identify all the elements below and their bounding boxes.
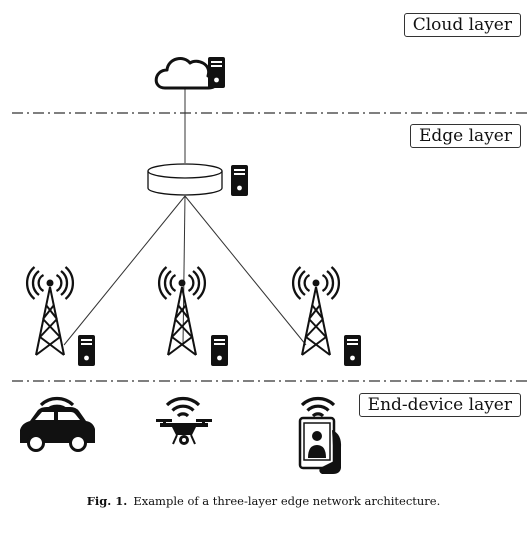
figure-caption: Fig. 1. Example of a three-layer edge net… <box>0 494 527 508</box>
network-links <box>63 88 307 346</box>
figure-caption-text: Example of a three-layer edge network ar… <box>133 494 441 508</box>
edge-layer-label: Edge layer <box>409 124 521 148</box>
server-icon <box>208 57 225 88</box>
connected-car-icon <box>20 396 95 452</box>
cloud-icon <box>154 57 219 90</box>
server-icon <box>231 165 248 196</box>
figure-caption-label: Fig. 1. <box>86 494 128 508</box>
connected-phone-icon <box>298 396 342 474</box>
edge-router-icon <box>147 163 223 196</box>
end-device-layer-label: End-device layer <box>358 393 521 417</box>
server-icon <box>211 335 228 366</box>
cloud-layer-label: Cloud layer <box>403 13 521 37</box>
server-icon <box>78 335 95 366</box>
cell-tower-icon <box>291 265 341 357</box>
connected-drone-icon <box>156 396 212 445</box>
server-icon <box>344 335 361 366</box>
cell-tower-icon <box>157 265 207 357</box>
